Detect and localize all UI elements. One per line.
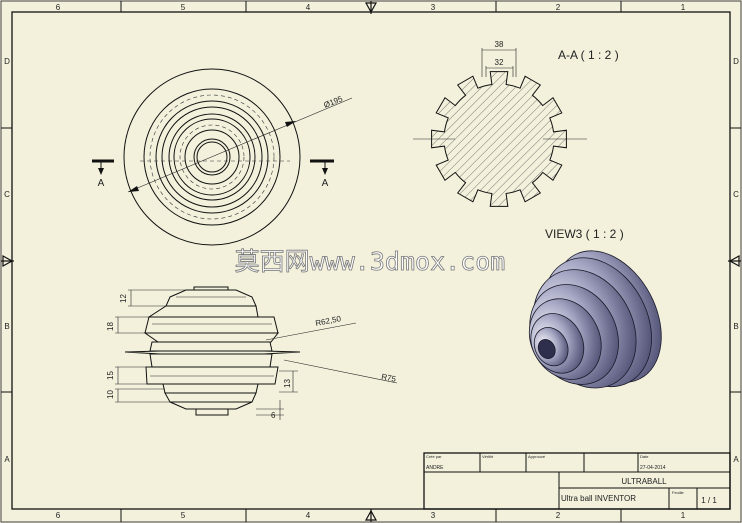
title-subtitle: Ultra ball INVENTOR xyxy=(561,494,636,503)
col-label-top-3: 3 xyxy=(431,3,436,12)
title-part-name: ULTRABALL xyxy=(621,477,667,486)
row-label-left-c: C xyxy=(4,190,10,199)
title-cell-checked: Vérifié xyxy=(482,454,494,459)
row-label-left-a: A xyxy=(4,455,10,464)
side-dim-18: 18 xyxy=(106,322,115,331)
title-designer: ANDRE xyxy=(426,465,444,471)
side-dim-10: 10 xyxy=(106,390,115,399)
side-dim-13: 13 xyxy=(283,379,292,388)
col-label-top-4: 4 xyxy=(306,3,311,12)
view3-title: VIEW3 ( 1 : 2 ) xyxy=(545,227,624,241)
section-dim-inner: 32 xyxy=(495,58,504,67)
title-block xyxy=(423,452,731,510)
col-label-bottom-4: 4 xyxy=(306,511,311,520)
title-date: 27-04-2014 xyxy=(640,465,666,471)
row-label-right-a: A xyxy=(733,455,739,464)
side-view xyxy=(115,286,398,420)
col-label-bottom-6: 6 xyxy=(56,511,61,520)
title-cell-approved: Approuvé xyxy=(528,454,546,459)
row-label-right-d: D xyxy=(733,57,739,66)
view3-render xyxy=(528,250,662,389)
section-label-left: A xyxy=(98,178,105,189)
col-label-top-1: 1 xyxy=(681,3,686,12)
col-label-bottom-3: 3 xyxy=(431,511,436,520)
col-label-top-6: 6 xyxy=(56,3,61,12)
col-label-top-2: 2 xyxy=(556,3,561,12)
col-label-top-5: 5 xyxy=(181,3,186,12)
title-cell-created: Créé par xyxy=(426,454,442,459)
title-sheet-label: Feuille xyxy=(672,490,685,495)
side-dim-15: 15 xyxy=(106,371,115,380)
section-label-right: A xyxy=(322,178,329,189)
title-sheet-value: 1 / 1 xyxy=(701,496,717,505)
row-label-left-b: B xyxy=(4,322,9,331)
section-view-title: A-A ( 1 : 2 ) xyxy=(558,48,619,62)
row-label-right-c: C xyxy=(733,190,739,199)
side-radius-r75: R75 xyxy=(381,372,398,384)
section-dim-outer: 38 xyxy=(495,40,504,49)
col-label-bottom-2: 2 xyxy=(556,511,561,520)
side-dim-6: 6 xyxy=(271,411,276,420)
col-label-bottom-5: 5 xyxy=(181,511,186,520)
watermark: 莫西网www.3dmox.com xyxy=(235,247,506,276)
row-label-left-d: D xyxy=(4,57,10,66)
col-label-bottom-1: 1 xyxy=(681,511,686,520)
section-view xyxy=(413,48,587,207)
title-cell-date: Date xyxy=(640,454,649,459)
side-dim-12: 12 xyxy=(119,294,128,303)
front-view xyxy=(92,68,353,246)
row-label-right-b: B xyxy=(733,322,738,331)
